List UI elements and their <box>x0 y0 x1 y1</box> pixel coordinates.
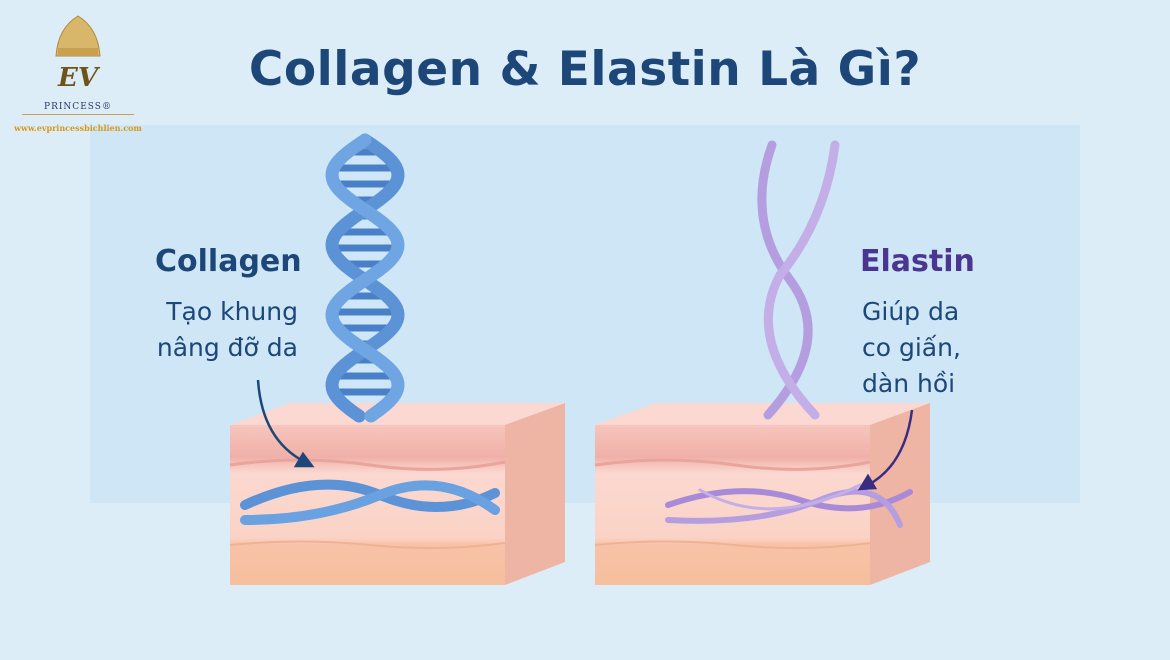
elastin-line-3: dàn hồi <box>862 369 956 398</box>
crown-logo-icon: EV <box>55 15 101 93</box>
elastin-label: Elastin <box>860 244 975 279</box>
elastin-description: Giúp da co giấn, dàn hồi <box>862 294 961 402</box>
helix-strand-2 <box>325 133 405 423</box>
elastin-arrow-icon <box>857 409 914 491</box>
collagen-arrow-icon <box>256 379 315 468</box>
page-title: Collagen & Elastin Là Gì? <box>248 42 922 97</box>
logo: EV PRINCESS® www.evprincessbichlien.com <box>8 8 148 133</box>
collagen-label: Collagen <box>155 244 302 279</box>
elastin-line-2: co giấn, <box>862 333 961 362</box>
logo-monogram: EV <box>57 63 101 93</box>
elastin-line-1: Giúp da <box>862 297 960 326</box>
elastin-fibers <box>665 483 913 528</box>
collagen-description: Tạo khung nâng đỡ da <box>157 294 298 366</box>
collagen-line-1: Tạo khung <box>166 297 298 326</box>
elastin-strands <box>757 140 840 420</box>
collagen-fibers <box>240 479 500 525</box>
collagen-line-2: nâng đỡ da <box>156 333 298 362</box>
logo-brand: PRINCESS® <box>44 102 112 112</box>
logo-url: www.evprincessbichlien.com <box>14 123 142 133</box>
collagen-helix <box>325 133 405 423</box>
